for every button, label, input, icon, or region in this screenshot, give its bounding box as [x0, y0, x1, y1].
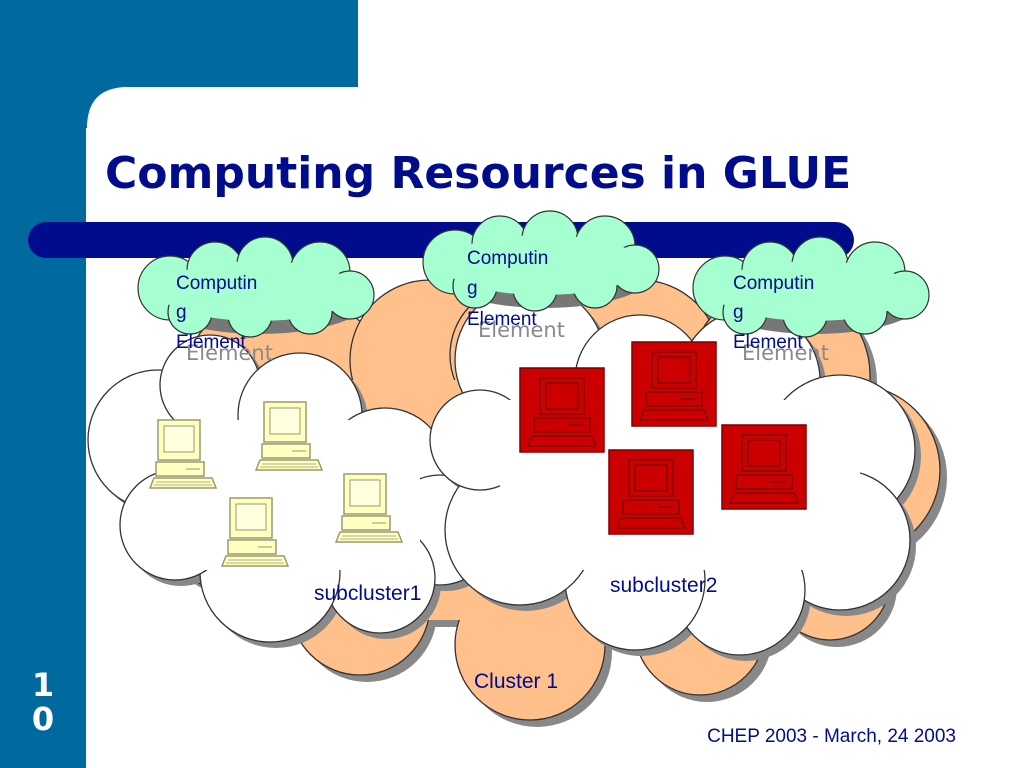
ce3-line2: g [733, 302, 744, 323]
computing-element-cloud [137, 236, 375, 338]
red-pc-icon [721, 424, 807, 510]
computing-element-cloud [692, 236, 930, 338]
page-number-line1: 1 [31, 666, 55, 704]
left-sidebar [0, 0, 86, 768]
ce1-line3: Element [176, 332, 246, 353]
ce3-line1: Computin [733, 273, 814, 294]
ce2-line2: g [467, 278, 478, 299]
ce3-line3: Element [733, 332, 803, 353]
computing-element-cloud [422, 210, 660, 312]
frame-corner [86, 86, 358, 128]
top-banner [0, 0, 358, 86]
page-number: 1 0 [0, 668, 86, 736]
ce1-line1: Computin [176, 273, 257, 294]
red-pc-icon [608, 449, 694, 535]
ce1-ghost-text: Element [186, 341, 273, 365]
ce3-ghost-text: Element [742, 341, 829, 365]
subcluster1-label: subcluster1 [314, 582, 421, 605]
subcluster2-label: subcluster2 [610, 574, 717, 597]
slide-title: Computing Resources in GLUE [105, 148, 852, 199]
red-pc-icon [631, 341, 717, 427]
ce2-ghost-text: Element [478, 318, 565, 342]
cluster-label: Cluster 1 [474, 670, 558, 693]
ce2-line3: Element [467, 309, 537, 330]
ce2-line1: Computin [467, 248, 548, 269]
slide-footer: CHEP 2003 - March, 24 2003 [707, 726, 956, 747]
page-number-line2: 0 [31, 700, 55, 738]
ce1-line2: g [176, 302, 187, 323]
red-pc-icon [519, 367, 605, 453]
